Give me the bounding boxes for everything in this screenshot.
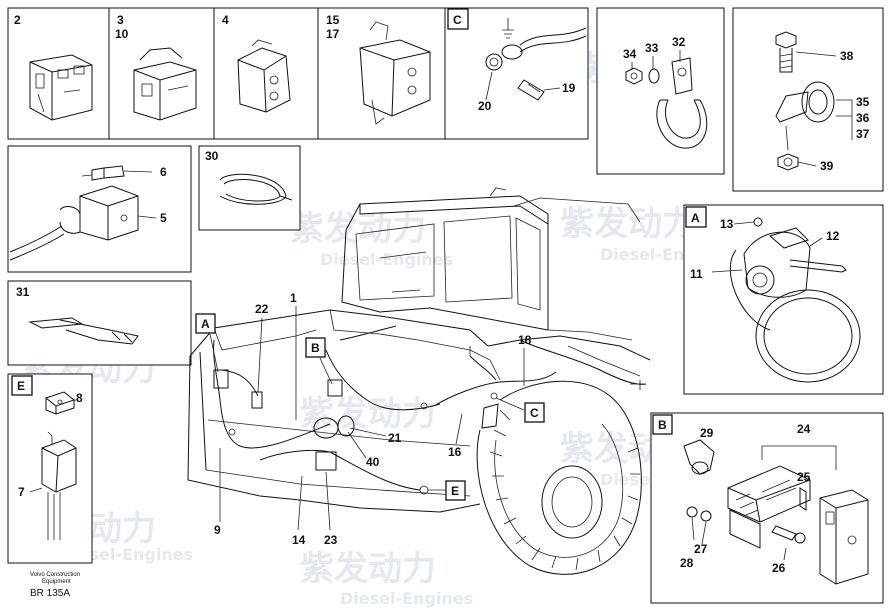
connector-15-drawing — [359, 21, 431, 125]
panel-2-label: 2 — [14, 13, 21, 27]
fuse-box-drawing — [683, 439, 869, 585]
callout-18: 18 — [518, 333, 532, 347]
watermark-en: Diesel-Engines — [340, 589, 473, 608]
sensor-drawing — [9, 165, 157, 261]
callout-37: 37 — [856, 127, 870, 141]
callout-39: 39 — [820, 159, 834, 173]
callout-24: 24 — [797, 422, 811, 436]
bolt-grommet-drawing — [775, 31, 853, 171]
panel-30-label: 30 — [205, 149, 219, 163]
panel-10-label: 10 — [115, 27, 129, 41]
callout-8: 8 — [76, 391, 83, 405]
clamp-drawing — [625, 50, 708, 149]
panel-e-label: E — [17, 379, 25, 393]
panel-2: 2 — [7, 7, 110, 140]
horn-drawing — [711, 217, 861, 383]
panel-c-label: C — [453, 13, 462, 27]
footer: Volvo Construction Equipment BR 135A — [30, 572, 80, 599]
callout-27: 27 — [694, 542, 708, 556]
panel-b-detail: B 29 24 25 27 28 26 — [650, 412, 884, 604]
callout-29: 29 — [700, 426, 714, 440]
panel-31-label: 31 — [16, 285, 30, 299]
panel-a-detail: A 13 12 11 — [683, 204, 884, 395]
callout-26: 26 — [772, 561, 786, 575]
panel-clamp: 34 33 32 — [596, 7, 725, 175]
callout-11: 11 — [690, 267, 703, 281]
main-letter-boxes: A B C E — [195, 313, 545, 501]
watermark-cn: 紫发动力 — [300, 549, 436, 589]
panel-c: C 20 19 — [444, 7, 589, 140]
callout-34: 34 — [623, 47, 637, 61]
callout-7: 7 — [18, 485, 25, 499]
panel-4-label: 4 — [222, 13, 229, 27]
panel-31: 31 — [7, 280, 192, 366]
callout-32: 32 — [672, 35, 686, 49]
callout-40: 40 — [366, 455, 380, 469]
main-letter-a: A — [201, 317, 210, 331]
callout-14: 14 — [292, 533, 306, 547]
callout-6: 6 — [160, 165, 167, 179]
footer-line2: Equipment — [42, 579, 71, 585]
main-callouts: 22 1 18 21 16 40 9 14 23 — [214, 291, 532, 547]
callout-33: 33 — [645, 41, 659, 55]
watermark-cn: 紫发动力 — [290, 209, 426, 249]
panel-sensor: 6 5 — [7, 145, 192, 273]
watermark-en: Diesel-Engines — [320, 250, 453, 269]
connector-3-drawing — [133, 47, 197, 121]
panel-e: E 8 7 — [7, 373, 93, 564]
relay-drawing — [29, 391, 78, 540]
callout-13: 13 — [720, 217, 734, 231]
panel-b-label: B — [658, 418, 667, 432]
panel-grommet: 38 35 36 37 39 — [732, 7, 884, 192]
main-letter-e: E — [451, 484, 459, 498]
callout-23: 23 — [324, 533, 338, 547]
callout-12: 12 — [826, 229, 840, 243]
main-letter-b: B — [311, 341, 320, 355]
panel-15-17: 15 17 — [317, 7, 446, 140]
panel-15-label: 15 — [326, 13, 340, 27]
footer-line1: Volvo Construction — [30, 572, 80, 578]
callout-35: 35 — [856, 95, 870, 109]
panel-17-label: 17 — [326, 27, 340, 41]
panel-3-label: 3 — [117, 13, 124, 27]
callout-21: 21 — [388, 431, 402, 445]
machine-main-view — [187, 187, 651, 575]
clip-31-drawing — [28, 317, 139, 345]
panel-3-10: 3 10 — [108, 7, 215, 140]
callout-28: 28 — [680, 556, 694, 570]
callout-19: 19 — [562, 81, 576, 95]
panel-a-label: A — [691, 211, 700, 225]
panel-4: 4 — [213, 7, 319, 140]
main-letter-c: C — [530, 406, 539, 420]
watermark-en: Diesel-Engines — [60, 545, 193, 564]
callout-16: 16 — [448, 445, 462, 459]
callout-38: 38 — [840, 49, 854, 63]
callout-20: 20 — [478, 99, 492, 113]
callout-5: 5 — [160, 211, 167, 225]
callout-9: 9 — [214, 523, 221, 537]
callout-22: 22 — [255, 302, 269, 316]
cable-tie-drawing — [219, 173, 293, 205]
callout-36: 36 — [856, 111, 870, 125]
connector-4-drawing — [237, 39, 291, 113]
panel-30: 30 — [198, 145, 301, 231]
ground-strap-drawing — [485, 18, 587, 101]
watermark-cn: 紫发动力 — [560, 204, 696, 244]
callout-1: 1 — [290, 291, 297, 305]
connector-2-drawing — [29, 54, 93, 121]
footer-code: BR 135A — [30, 588, 70, 599]
